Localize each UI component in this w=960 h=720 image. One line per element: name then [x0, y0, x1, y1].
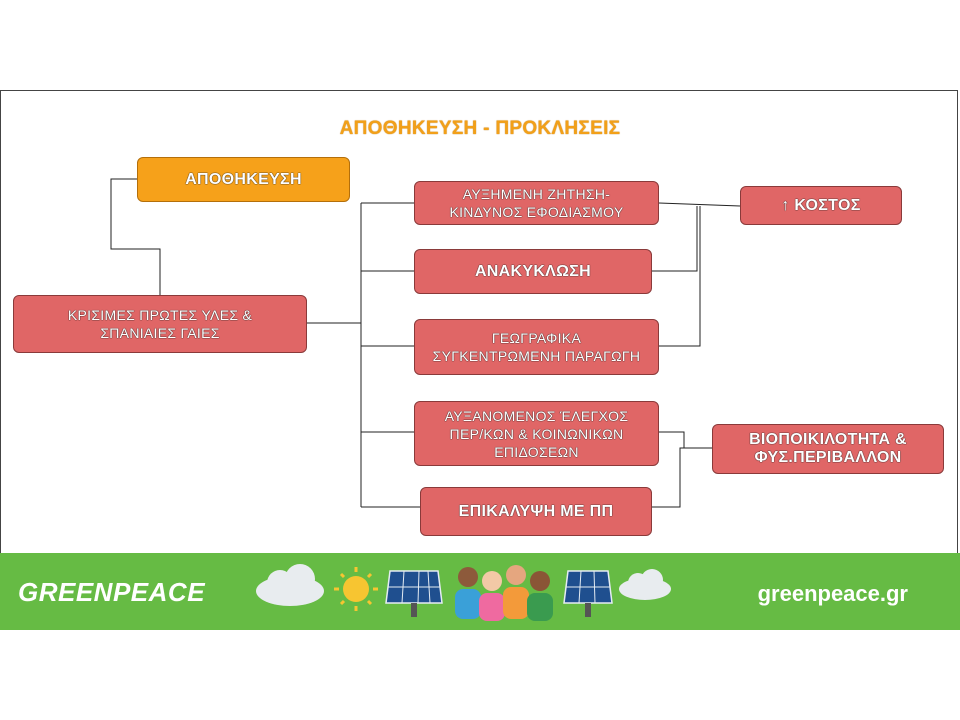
node-overlap: ΕΠΙΚΑΛΥΨΗ ΜΕ ΠΠ — [420, 487, 652, 536]
connector-lines — [110, 178, 741, 508]
solar-panel-icon — [385, 570, 443, 617]
page-title: ΑΠΟΘΗΚΕΥΣΗ - ΠΡΟΚΛΗΣΕΙΣ — [339, 118, 621, 139]
sun-icon — [334, 567, 378, 611]
slide-frame — [0, 90, 958, 560]
slide: ΑΠΟΘΗΚΕΥΣΗ - ΠΡΟΚΛΗΣΕΙΣ ΑΠΟΘΗΚΕΥΣΗ ΚΡΙΣΙ… — [0, 90, 960, 630]
connector-recycling-cost — [652, 206, 698, 272]
footer-banner: GREENPEACE — [0, 553, 960, 630]
cloud-icon — [256, 564, 324, 606]
node-critical-materials: ΚΡΙΣΙΜΕΣ ΠΡΩΤΕΣ ΥΛΕΣ & ΣΠΑΝΙΑΙΕΣ ΓΑΙΕΣ — [13, 295, 307, 353]
node-cost: ↑ ΚΟΣΤΟΣ — [740, 186, 902, 225]
greenpeace-logo: GREENPEACE — [18, 577, 206, 607]
connector-storage-critical — [110, 178, 161, 295]
website-link[interactable]: greenpeace.gr — [757, 581, 908, 606]
people-icon — [455, 565, 553, 621]
footer-illustration — [256, 564, 671, 621]
node-increased-demand: ΑΥΞΗΜΕΝΗ ΖΗΤΗΣΗ- ΚΙΝΔΥΝΟΣ ΕΦΟΔΙΑΣΜΟΥ — [414, 181, 659, 225]
cloud-icon — [619, 569, 671, 600]
connector-demand-cost — [658, 202, 741, 207]
node-biodiversity: ΒΙΟΠΟΙΚΙΛΟΤΗΤΑ & ΦΥΣ.ΠΕΡΙΒΑΛΛΟΝ — [712, 424, 944, 474]
connector-control-biodiversity — [659, 431, 712, 449]
solar-panel-icon — [563, 570, 613, 617]
connector-overlap-biodiversity — [652, 447, 712, 508]
node-increased-control: ΑΥΞΑΝΟΜΕΝΟΣ ΈΛΕΓΧΟΣ ΠΕΡ/ΚΩΝ & ΚΟΙΝΩΝΙΚΩΝ… — [414, 401, 659, 466]
node-recycling: ΑΝΑΚΥΚΛΩΣΗ — [414, 249, 652, 294]
node-storage: ΑΠΟΘΗΚΕΥΣΗ — [137, 157, 350, 202]
connector-geographic-cost — [659, 206, 701, 347]
node-geographic-concentration: ΓΕΩΓΡΑΦΙΚΑ ΣΥΓΚΕΝΤΡΩΜΕΝΗ ΠΑΡΑΓΩΓΗ — [414, 319, 659, 375]
